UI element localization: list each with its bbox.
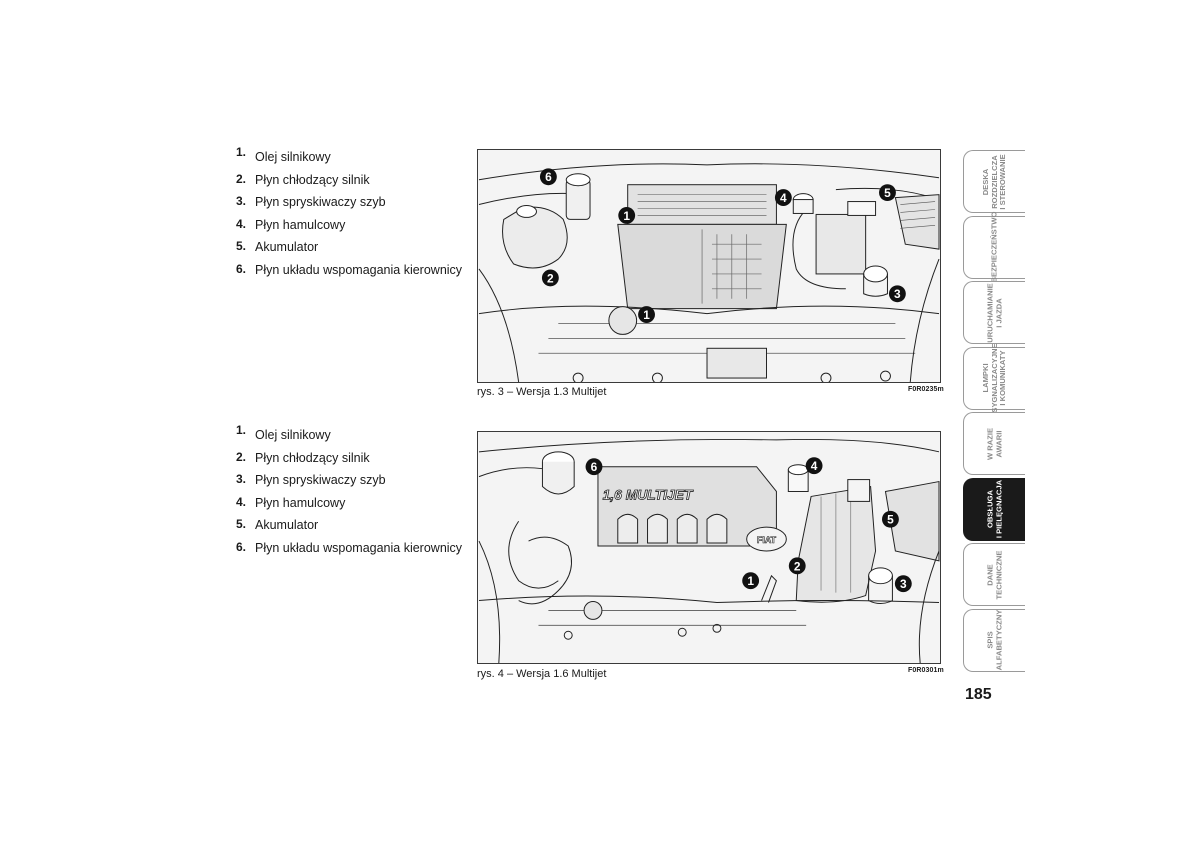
legend-number: 4. [236, 216, 247, 231]
svg-text:1: 1 [643, 308, 650, 322]
svg-text:2: 2 [547, 271, 554, 285]
legend-label: Akumulator [255, 518, 319, 532]
svg-text:6: 6 [545, 170, 552, 184]
callout-6: 6 [539, 168, 557, 186]
tab-label: LAMPKI SYGNALIZACYJNE I KOMUNIKATY [980, 343, 1007, 413]
tab-label: OBSŁUGA I PIELĘGNACJA [984, 479, 1003, 539]
legend-item: 4. Płyn hamulcowy [236, 216, 466, 239]
engine-cover-label: 1,6 MULTIJET [603, 486, 694, 502]
callout-2: 2 [541, 269, 559, 287]
legend-label: Płyn chłodzący silnik [255, 172, 370, 187]
svg-text:6: 6 [591, 460, 598, 474]
legend-item: 3. Płyn spryskiwaczy szyb [236, 193, 466, 216]
callout-6: 6 [585, 458, 603, 476]
figure-caption: rys. 4 – Wersja 1.6 Multijet [477, 668, 607, 680]
legend-item: 3. Płyn spryskiwaczy szyb [236, 471, 466, 494]
figure-code: F0R0235m [908, 386, 944, 393]
svg-text:3: 3 [900, 577, 907, 591]
legend-label: Olej silnikowy [255, 428, 331, 442]
callout-5: 5 [879, 184, 896, 202]
legend-label: Akumulator [255, 240, 319, 254]
legend-list-fig3: 1. Olej silnikowy 2. Płyn chłodzący silnik… [236, 145, 466, 284]
svg-text:1: 1 [747, 574, 754, 588]
page-number: 185 [965, 686, 992, 703]
legend-number: 5. [236, 517, 247, 531]
legend-number: 6. [236, 539, 247, 554]
callout-4: 4 [774, 189, 792, 207]
legend-item: 5. Akumulator [236, 516, 466, 539]
legend-item: 1. Olej silnikowy [236, 423, 466, 449]
legend-item: 2. Płyn chłodzący silnik [236, 449, 466, 472]
legend-item: 6. Płyn układu wspomagania kierownicy [236, 261, 466, 284]
tab-deska-rozdzielcza[interactable]: DESKA ROZDZIELCZA I STEROWANIE [963, 150, 1025, 213]
legend-item: 6. Płyn układu wspomagania kierownicy [236, 539, 466, 562]
figure-caption: rys. 3 – Wersja 1.3 Multijet [477, 386, 607, 398]
svg-text:2: 2 [794, 559, 801, 573]
legend-number: 6. [236, 261, 247, 276]
legend-label: Olej silnikowy [255, 150, 331, 164]
svg-text:4: 4 [780, 191, 787, 205]
callout-2: 2 [788, 557, 806, 575]
legend-item: 1. Olej silnikowy [236, 145, 466, 171]
brand-badge: FIAT [757, 535, 777, 545]
callout-1: 1 [742, 572, 760, 590]
legend-list-fig4: 1. Olej silnikowy 2. Płyn chłodzący silnik… [236, 423, 466, 562]
callout-3: 3 [894, 575, 912, 593]
legend-number: 3. [236, 194, 247, 208]
legend-label: Płyn hamulcowy [255, 495, 346, 510]
legend-number: 1. [236, 145, 247, 159]
legend-number: 5. [236, 239, 247, 253]
callout-1: 1 [618, 207, 636, 224]
tab-uruchamianie[interactable]: URUCHAMIANIE I JAZDA [963, 281, 1025, 344]
svg-text:5: 5 [887, 513, 894, 527]
tab-label: URUCHAMIANIE I JAZDA [984, 282, 1003, 343]
tab-w-razie-awarii[interactable]: W RAZIE AWARII [963, 412, 1025, 475]
engine-figure-1-6-multijet: 1,6 MULTIJET FIAT 1 2 3 4 5 6 [477, 431, 941, 664]
tab-label: SPIS ALFABETYCZNY [984, 609, 1003, 671]
svg-text:3: 3 [894, 287, 901, 301]
tab-label: DESKA ROZDZIELCZA I STEROWANIE [980, 153, 1007, 210]
legend-label: Płyn hamulcowy [255, 217, 346, 232]
legend-label: Płyn chłodzący silnik [255, 450, 370, 465]
legend-label: Płyn układu wspomagania kierownicy [255, 262, 463, 277]
engine-bay-illustration: 1,6 MULTIJET FIAT 1 2 3 4 5 6 [478, 438, 940, 663]
legend-item: 5. Akumulator [236, 238, 466, 261]
tab-label: BEZPIECZEŃSTWO [989, 211, 999, 283]
legend-number: 2. [236, 171, 247, 186]
figure-code: F0R0301m [908, 667, 944, 674]
legend-label: Płyn układu wspomagania kierownicy [255, 540, 463, 555]
legend-number: 4. [236, 494, 247, 509]
tab-label: DANE TECHNICZNE [984, 550, 1003, 599]
svg-text:5: 5 [884, 186, 891, 200]
tab-bezpieczenstwo[interactable]: BEZPIECZEŃSTWO [963, 212, 1025, 282]
legend-label: Płyn spryskiwaczy szyb [255, 195, 386, 209]
legend-item: 2. Płyn chłodzący silnik [236, 171, 466, 194]
legend-number: 1. [236, 423, 247, 437]
chapter-tabs: DESKA ROZDZIELCZA I STEROWANIE BEZPIECZE… [963, 150, 1025, 674]
tab-label: W RAZIE AWARII [984, 427, 1003, 460]
tab-spis-alfabetyczny[interactable]: SPIS ALFABETYCZNY [963, 608, 1025, 672]
legend-number: 2. [236, 449, 247, 464]
tab-dane-techniczne[interactable]: DANE TECHNICZNE [963, 543, 1025, 606]
tab-lampki[interactable]: LAMPKI SYGNALIZACYJNE I KOMUNIKATY [963, 343, 1025, 413]
callout-1: 1 [638, 306, 655, 324]
legend-label: Płyn spryskiwaczy szyb [255, 473, 386, 487]
callout-3: 3 [888, 285, 906, 303]
callout-5: 5 [882, 510, 899, 528]
legend-item: 4. Płyn hamulcowy [236, 494, 466, 517]
engine-bay-illustration: 1 1 2 3 4 5 6 [478, 163, 940, 382]
tab-obsluga-active[interactable]: OBSŁUGA I PIELĘGNACJA [963, 477, 1025, 541]
legend-number: 3. [236, 472, 247, 486]
svg-text:1: 1 [623, 209, 630, 223]
callout-4: 4 [805, 457, 823, 475]
svg-text:4: 4 [811, 459, 818, 473]
engine-figure-1-3-multijet: 1 1 2 3 4 5 6 [477, 149, 941, 383]
